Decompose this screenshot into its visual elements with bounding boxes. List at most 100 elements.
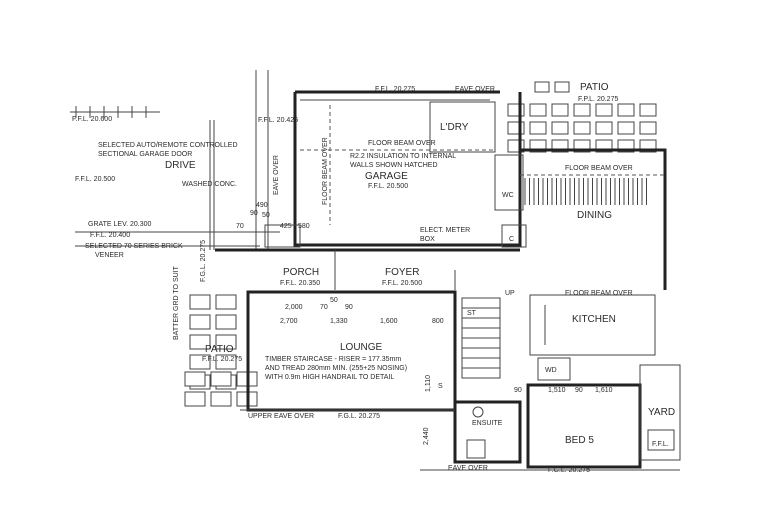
boundary-fence	[70, 106, 280, 250]
paver-tile	[210, 371, 232, 387]
dim-90d: 90	[575, 387, 583, 394]
paver-tile	[617, 121, 635, 135]
room-kitchen: KITCHEN	[572, 314, 616, 325]
note-insulation-1: R2.2 INSULATION TO INTERNAL	[350, 153, 456, 160]
note-elect-1: ELECT. METER	[420, 227, 470, 234]
room-patio-top: PATIO	[580, 82, 609, 93]
walls	[215, 70, 681, 471]
paver-tile	[507, 121, 525, 135]
paver-tile	[617, 103, 635, 117]
dim-70a: 70	[236, 223, 244, 230]
note-s-mark: S	[438, 383, 443, 390]
paver-tile	[529, 121, 547, 135]
note-eave-over-top: EAVE OVER	[455, 86, 495, 93]
note-batter: BATTER GRD TO SUIT	[173, 265, 180, 340]
labels: PATIO F.P.L. 20.275 F.F.L. 20.275 EAVE O…	[72, 82, 675, 474]
room-wc: WC	[502, 192, 514, 199]
note-floor-beam-dining: FLOOR BEAM OVER	[565, 165, 633, 172]
dim-1600: 1,600	[380, 318, 398, 325]
level-ffl-garage: F.F.L. 20.500	[368, 183, 408, 190]
dim-1610: 1,610	[595, 387, 613, 394]
paver-tile	[551, 103, 569, 117]
room-laundry: L'DRY	[440, 122, 469, 133]
paver-tile	[507, 103, 525, 117]
room-ensuite: ENSUITE	[472, 420, 503, 427]
note-upper-eave: UPPER EAVE OVER	[248, 413, 314, 420]
level-ffl-20400: F.F.L. 20.400	[90, 232, 130, 239]
dim-50b: 50	[330, 297, 338, 304]
paver-tile	[215, 334, 237, 350]
paver-tile	[189, 334, 211, 350]
level-grate: GRATE LEV. 20.300	[88, 221, 152, 228]
level-ffl-20425: F.F.L. 20.425	[258, 117, 298, 124]
dim-90c: 90	[514, 387, 522, 394]
paver-tile	[189, 314, 211, 330]
room-drive: DRIVE	[165, 160, 196, 171]
dim-490: 490	[256, 202, 268, 209]
level-ffl-foyer: F.F.L. 20.500	[382, 280, 422, 287]
note-washed-conc: WASHED CONC.	[182, 181, 237, 188]
room-lounge: LOUNGE	[340, 342, 383, 353]
note-brick-1: SELECTED 70 SERIES BRICK	[85, 243, 183, 250]
note-c-mark: C	[509, 236, 514, 243]
room-patio-left: PATIO	[205, 344, 234, 355]
dining-hatch	[524, 178, 647, 205]
paver-tile	[551, 121, 569, 135]
paver-tile	[554, 81, 570, 93]
note-stair-1: TIMBER STAIRCASE - RISER = 177.35mm	[265, 356, 401, 363]
level-fgl-bottom-left: F.G.L. 20.275	[338, 413, 380, 420]
dim-90b: 90	[345, 304, 353, 311]
note-eave-over-bottom: EAVE OVER	[448, 465, 488, 472]
note-up: UP	[505, 290, 515, 297]
note-stair-3: WITH 0.9m HIGH HANDRAIL TO DETAIL	[265, 374, 394, 381]
level-ffl-top-patio: F.F.L. 20.275	[375, 86, 415, 93]
dim-425: 425	[280, 223, 292, 230]
level-ffl-patio-left: F.F.L. 20.275	[202, 356, 242, 363]
paver-tile	[573, 121, 591, 135]
paver-tile	[529, 103, 547, 117]
note-eave-over-garage: EAVE OVER	[273, 155, 280, 195]
dim-1510: 1,510	[548, 387, 566, 394]
note-garage-door-2: SECTIONAL GARAGE DOOR	[98, 151, 192, 158]
paver-tile	[573, 103, 591, 117]
note-garage-door-1: SELECTED AUTO/REMOTE CONTROLLED	[98, 142, 238, 149]
dim-2000: 2,000	[285, 304, 303, 311]
dim-1110: 1,110	[425, 375, 432, 392]
dim-50a: 50	[262, 212, 270, 219]
room-wd: WD	[545, 367, 557, 374]
paver-tile	[215, 314, 237, 330]
paver-tile	[595, 121, 613, 135]
level-fgl-bottom-right: F.G.L. 20.275	[548, 467, 590, 474]
paver-tile	[534, 81, 550, 93]
room-bed5: BED 5	[565, 435, 594, 446]
dim-800: 800	[432, 318, 444, 325]
dim-1330: 1,330	[330, 318, 348, 325]
dim-580: 580	[298, 223, 310, 230]
room-foyer: FOYER	[385, 267, 419, 278]
dim-90a: 90	[250, 210, 258, 217]
paver-tile	[184, 391, 206, 407]
paver-tile	[184, 371, 206, 387]
level-ffl-drive: F.F.L. 20.500	[75, 176, 115, 183]
note-floor-beam-vertical: FLOOR BEAM OVER	[322, 137, 329, 205]
level-ffl-porch: F.F.L. 20.350	[280, 280, 320, 287]
room-porch: PORCH	[283, 267, 319, 278]
level-fpl-top: F.P.L. 20.275	[578, 96, 618, 103]
room-garage: GARAGE	[365, 171, 408, 182]
note-st: ST	[467, 310, 477, 317]
note-floor-beam-kitchen: FLOOR BEAM OVER	[565, 290, 633, 297]
paver-tile	[639, 103, 657, 117]
room-dining: DINING	[577, 210, 612, 221]
level-fgl-left: F.G.L. 20.275	[200, 240, 207, 282]
note-floor-beam-garage: FLOOR BEAM OVER	[368, 140, 436, 147]
dim-2700: 2,700	[280, 318, 298, 325]
note-brick-2: VENEER	[95, 252, 124, 259]
level-ffl-20600: F.F.L. 20.600	[72, 116, 112, 123]
paver-tile	[189, 354, 211, 370]
note-elect-2: BOX	[420, 236, 435, 243]
dim-70b: 70	[320, 304, 328, 311]
paver-tile	[639, 121, 657, 135]
level-ffl-yard: F.F.L.	[652, 441, 669, 448]
room-yard: YARD	[648, 407, 675, 418]
